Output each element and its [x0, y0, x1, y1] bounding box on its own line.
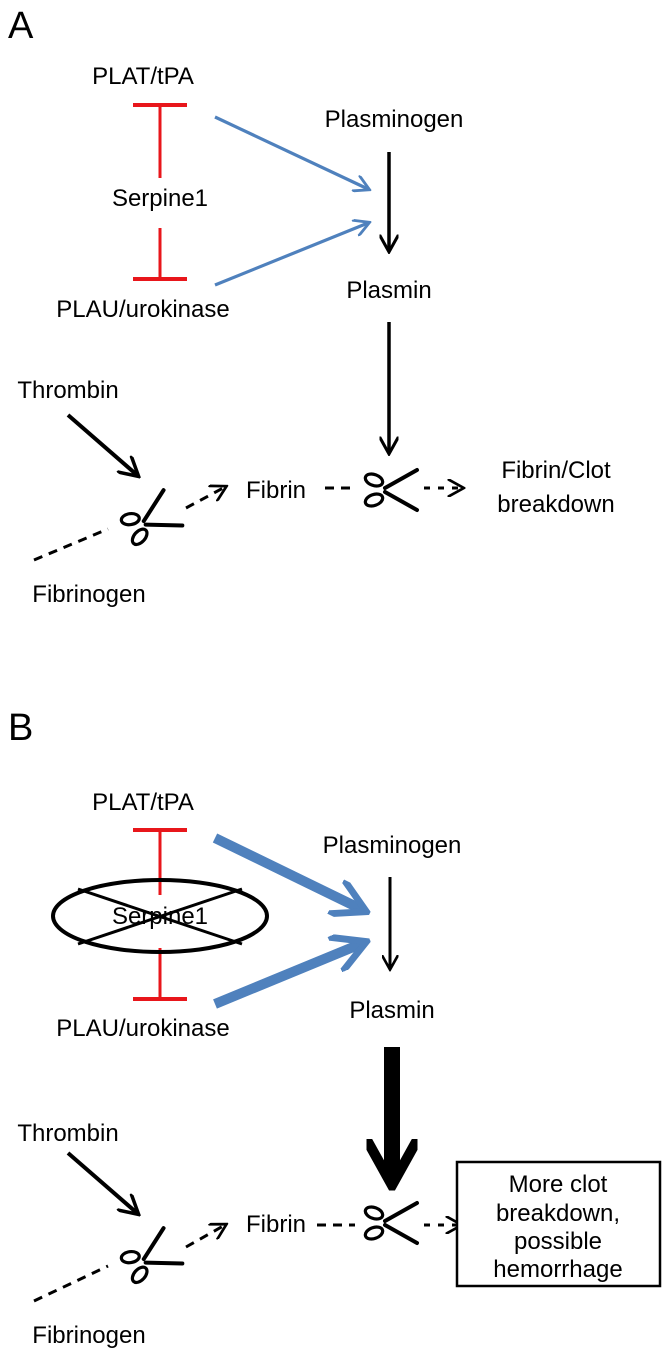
thrombin-arrow — [66, 413, 137, 475]
outcome-line-3: possible — [514, 1228, 602, 1255]
scissors-icon — [361, 468, 419, 512]
plasminogen-label: Plasminogen — [323, 832, 462, 859]
outcome-line-2: breakdown, — [496, 1200, 620, 1227]
plat-activates-arrow — [214, 115, 368, 189]
plau-urokinase-label: PLAU/urokinase — [56, 296, 229, 323]
serpine1-inhibits-plat — [133, 828, 187, 895]
plasminogen-label: Plasminogen — [325, 106, 464, 133]
scissors-icon — [116, 1228, 182, 1288]
serpine1-inhibits-plau — [133, 228, 187, 281]
plasmin-label: Plasmin — [346, 277, 431, 304]
serpine1-inhibits-plau — [133, 948, 187, 1001]
serpine1-inhibits-plat — [133, 103, 187, 178]
outcome-line-1: Fibrin/Clot — [501, 457, 611, 484]
outcome-line-4: hemorrhage — [493, 1256, 622, 1283]
to-fibrin-dashed-arrow — [185, 1225, 225, 1249]
fibrinogen-label: Fibrinogen — [32, 581, 145, 608]
fibrinogen-dashed-line — [33, 527, 109, 562]
serpine1-label: Serpine1 — [112, 185, 208, 212]
scissors-icon — [361, 1201, 419, 1245]
panel-b-letter: B — [8, 707, 33, 749]
outcome-line-1: More clot — [509, 1171, 608, 1198]
fibrin-label: Fibrin — [246, 477, 306, 504]
plau-activates-arrow — [214, 223, 368, 287]
scissors-icon — [116, 490, 182, 550]
plat-activates-arrow — [212, 833, 363, 910]
fibrin-label: Fibrin — [246, 1211, 306, 1238]
outcome-line-2: breakdown — [497, 491, 614, 518]
thrombin-label: Thrombin — [17, 1120, 118, 1147]
outcome-box — [455, 1160, 662, 1288]
fibrinogen-dashed-line — [33, 1264, 109, 1303]
thrombin-label: Thrombin — [17, 377, 118, 404]
thrombin-arrow — [66, 1151, 137, 1213]
plat-tpa-label: PLAT/tPA — [92, 789, 194, 816]
serpine1-knockout-mark — [51, 878, 269, 954]
plau-activates-arrow — [213, 943, 363, 1009]
plau-urokinase-label: PLAU/urokinase — [56, 1015, 229, 1042]
panel-a-letter: A — [8, 5, 34, 47]
to-fibrin-dashed-arrow — [185, 487, 225, 510]
fibrinogen-label: Fibrinogen — [32, 1322, 145, 1349]
plat-tpa-label: PLAT/tPA — [92, 63, 194, 90]
panel-a: A PLAT/tPA Serpine1 PLAU/urokinase Plasm… — [8, 5, 615, 608]
panel-b: B PLAT/tPA Serpine1 PLAU/urokinase Plasm… — [8, 707, 662, 1349]
plasmin-label: Plasmin — [349, 997, 434, 1024]
